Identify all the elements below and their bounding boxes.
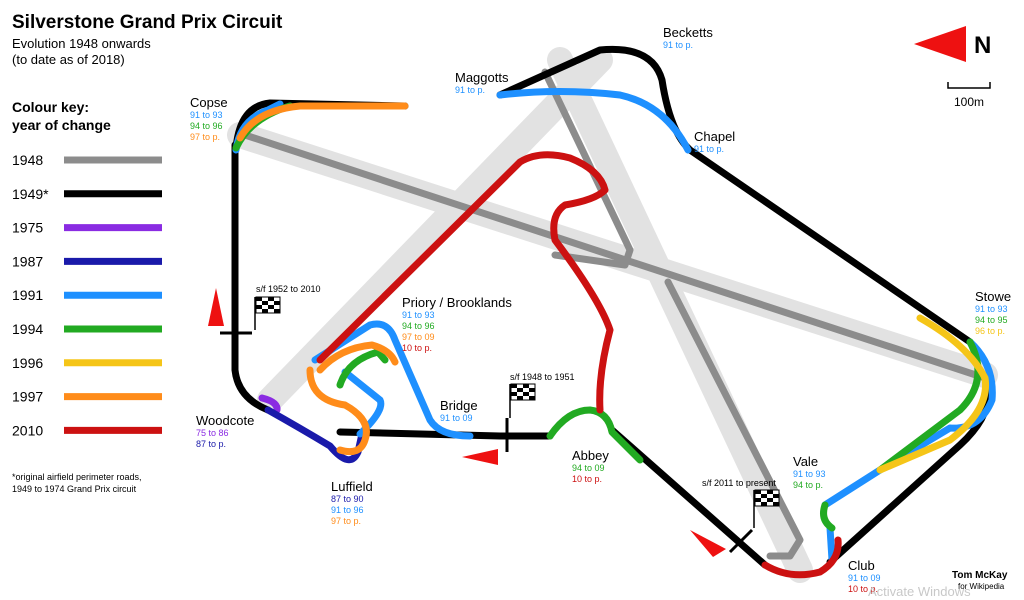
- corner-year-club-1: 10 to p.: [848, 584, 878, 594]
- corner-name-priory: Priory / Brooklands: [402, 295, 512, 310]
- corner-year-priory-3: 10 to p.: [402, 343, 432, 353]
- direction-arrows: [208, 288, 726, 557]
- corner-name-stowe: Stowe: [975, 289, 1011, 304]
- corner-year-abbey-1: 10 to p.: [572, 474, 602, 484]
- key-footnote-1: *original airfield perimeter roads,: [12, 472, 142, 482]
- corner-year-copse-2: 97 to p.: [190, 132, 220, 142]
- sf1948-label: s/f 1948 to 1951: [510, 372, 575, 382]
- roads-2010: [316, 151, 842, 579]
- corner-name-woodcote: Woodcote: [196, 413, 254, 428]
- north-arrow: N: [914, 26, 991, 62]
- corner-year-woodcote-0: 75 to 86: [196, 428, 229, 438]
- key-year-3: 1987: [12, 253, 43, 269]
- key-year-4: 1991: [12, 287, 43, 303]
- key-year-2: 1975: [12, 220, 43, 236]
- sf1952-label: s/f 1952 to 2010: [256, 284, 321, 294]
- subtitle-line-2: (to date as of 2018): [12, 52, 125, 67]
- scale-bar: 100m: [947, 82, 991, 109]
- credit-for: for Wikipedia: [958, 582, 1005, 591]
- key-year-5: 1994: [12, 321, 43, 337]
- corner-year-becketts-0: 91 to p.: [663, 40, 693, 50]
- key-heading-2: year of change: [12, 117, 111, 133]
- corner-year-copse-1: 94 to 96: [190, 121, 223, 131]
- colour-key: Colour key: year of change 1948 1949* 1975…: [12, 99, 162, 494]
- roads-1997: [236, 102, 409, 456]
- corner-year-chapel-0: 91 to p.: [694, 144, 724, 154]
- corner-name-abbey: Abbey: [572, 448, 609, 463]
- flag-sf1952: [254, 296, 281, 330]
- north-arrow-icon: [914, 26, 966, 62]
- corner-year-abbey-0: 94 to 09: [572, 463, 605, 473]
- corner-year-priory-0: 91 to 93: [402, 310, 435, 320]
- corner-year-maggotts-0: 91 to p.: [455, 85, 485, 95]
- key-items: 1948 1949* 1975 1987 1991 1994 1996 1997 2010: [12, 152, 162, 438]
- flag-sf1948: [509, 383, 536, 418]
- corner-name-copse: Copse: [190, 95, 228, 110]
- corner-year-club-0: 91 to 09: [848, 573, 881, 583]
- corner-name-bridge: Bridge: [440, 398, 478, 413]
- roads-1987: [264, 406, 366, 464]
- corner-year-stowe-2: 96 to p.: [975, 326, 1005, 336]
- key-year-0: 1948: [12, 152, 43, 168]
- corner-name-chapel: Chapel: [694, 129, 735, 144]
- corner-year-stowe-0: 91 to 93: [975, 304, 1008, 314]
- start-finish-lines: [220, 331, 754, 554]
- corner-year-copse-0: 91 to 93: [190, 110, 223, 120]
- activate-windows-watermark: Activate Windows: [868, 584, 971, 599]
- key-year-6: 1996: [12, 355, 43, 371]
- key-footnote-2: 1949 to 1974 Grand Prix circuit: [12, 484, 137, 494]
- key-year-8: 2010: [12, 422, 43, 438]
- corner-year-priory-2: 97 to 09: [402, 332, 435, 342]
- key-heading-1: Colour key:: [12, 99, 89, 115]
- corner-year-vale-1: 94 to p.: [793, 480, 823, 490]
- corner-year-luffield-0: 87 to 90: [331, 494, 364, 504]
- corner-year-bridge-0: 91 to 09: [440, 413, 473, 423]
- corner-year-woodcote-1: 87 to p.: [196, 439, 226, 449]
- roads-1996: [876, 314, 990, 474]
- subtitle-line-1: Evolution 1948 onwards: [12, 36, 151, 51]
- corner-name-becketts: Becketts: [663, 25, 713, 40]
- corner-year-luffield-2: 97 to p.: [331, 516, 361, 526]
- road-1975-woodcote: [258, 394, 281, 414]
- corner-year-priory-1: 94 to 96: [402, 321, 435, 331]
- corner-name-vale: Vale: [793, 454, 818, 469]
- north-label: N: [974, 32, 991, 59]
- corner-name-luffield: Luffield: [331, 479, 373, 494]
- arrow-up-icon: [208, 288, 224, 326]
- corner-year-stowe-1: 94 to 95: [975, 315, 1008, 325]
- corner-name-maggotts: Maggotts: [455, 70, 509, 85]
- flag-sf2011: [753, 489, 780, 528]
- corner-year-vale-0: 91 to 93: [793, 469, 826, 479]
- credit-name: Tom McKay: [952, 570, 1008, 581]
- sf2011-label: s/f 2011 to present: [702, 478, 776, 488]
- map-title: Silverstone Grand Prix Circuit: [12, 12, 283, 33]
- arrow-left-icon: [462, 449, 498, 465]
- key-year-1: 1949*: [12, 186, 49, 202]
- corner-name-club: Club: [848, 558, 875, 573]
- roads-1948: [241, 68, 989, 560]
- arrow-right-down-icon: [690, 530, 726, 557]
- key-year-7: 1997: [12, 389, 43, 405]
- scale-label: 100m: [954, 95, 984, 109]
- roads-1994: [232, 102, 982, 532]
- corner-year-luffield-1: 91 to 96: [331, 505, 364, 515]
